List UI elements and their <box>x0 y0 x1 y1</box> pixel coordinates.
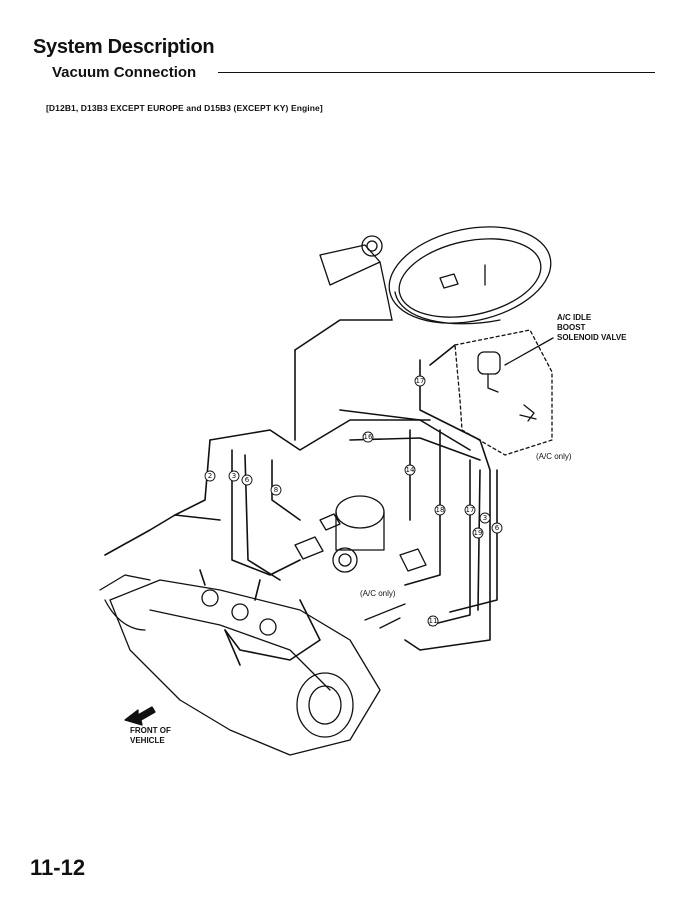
hose-number: 14 <box>406 466 415 474</box>
ac-idle-boost-solenoid-valve <box>477 351 537 422</box>
hose-marker <box>404 464 416 476</box>
vacuum-hoses <box>104 319 498 666</box>
hose-number: 19 <box>474 529 483 537</box>
hose-number-markers <box>204 375 503 627</box>
hose-marker <box>241 474 253 486</box>
hose-number: 17 <box>416 377 425 385</box>
valve-label-line: BOOST <box>557 323 586 332</box>
section-title: System Description <box>33 36 215 58</box>
front-of-vehicle-label: FRONT OF VEHICLE <box>130 726 171 746</box>
valve-label-line: A/C IDLE <box>557 313 592 322</box>
hose-marker <box>427 615 439 627</box>
hose-marker <box>414 375 426 387</box>
hose-marker <box>362 431 374 443</box>
hose-marker <box>464 504 476 516</box>
hose-marker <box>270 484 282 496</box>
hose-number: 6 <box>245 476 250 484</box>
hose-marker <box>479 512 491 524</box>
front-label-line: VEHICLE <box>130 736 165 745</box>
valve-label-line: SOLENOID VALVE <box>557 333 627 342</box>
front-arrow <box>124 706 156 726</box>
carburetor <box>294 495 427 629</box>
title-rule <box>218 72 655 73</box>
ac-only-label-right: (A/C only) <box>536 452 572 461</box>
hose-number: 3 <box>232 472 236 480</box>
hose-number: 16 <box>364 433 373 441</box>
front-label-line: FRONT OF <box>130 726 171 735</box>
hose-marker <box>434 504 446 516</box>
hose-marker <box>228 470 240 482</box>
hose-number: 11 <box>429 617 438 625</box>
ac-only-label-center: (A/C only) <box>360 589 396 598</box>
hose-number: 8 <box>274 486 278 494</box>
engine-block <box>99 574 381 756</box>
hose-marker <box>204 470 216 482</box>
hose-number: 6 <box>495 524 500 532</box>
hose-number: 2 <box>208 472 212 480</box>
ac-idle-boost-solenoid-valve-label: A/C IDLE BOOST SOLENOID VALVE <box>557 313 627 343</box>
page-number: 11-12 <box>30 855 86 880</box>
hose-number: 3 <box>483 514 487 522</box>
hose-number: 17 <box>466 506 475 514</box>
subsection-title: Vacuum Connection <box>52 64 197 81</box>
hose-marker <box>472 527 484 539</box>
hose-marker <box>491 522 503 534</box>
air-cleaner-housing <box>319 226 552 325</box>
hose-number: 18 <box>436 506 445 514</box>
engine-applicability-note: [D12B1, D13B3 EXCEPT EUROPE and D15B3 (E… <box>46 103 323 113</box>
